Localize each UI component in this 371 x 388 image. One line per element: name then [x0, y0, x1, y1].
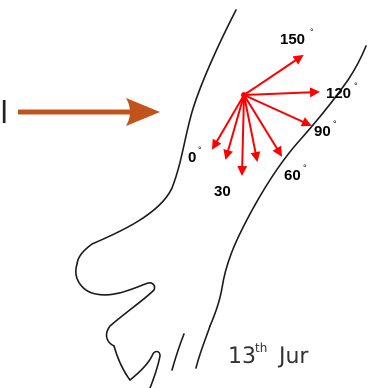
angle-label-120: 120 [326, 85, 351, 102]
date-month: Jur [277, 344, 309, 369]
degree-mark-0: ° [198, 145, 202, 155]
angle-label-60: 60 [284, 167, 301, 184]
angle-arrows [213, 56, 318, 174]
arrow-0 [213, 95, 244, 148]
pointer-arrow [18, 98, 160, 126]
angle-label-30: 30 [214, 183, 231, 200]
angle-label-150: 150 [280, 31, 305, 48]
degree-mark-60: ° [303, 163, 307, 173]
slide-left-text: l [0, 96, 8, 131]
degree-mark-90: ° [333, 119, 337, 129]
arrow-150 [244, 56, 302, 95]
angle-label-0: 0 [188, 149, 196, 166]
arrow-30 [242, 95, 244, 174]
pivot-point [241, 92, 247, 98]
arrow-aux-2 [226, 95, 244, 158]
degree-mark-150: ° [310, 27, 314, 37]
date-day: 13 [228, 344, 256, 369]
arrow-120 [244, 92, 318, 95]
date-suffix: th [255, 341, 267, 355]
angle-label-90: 90 [314, 123, 331, 140]
degree-mark-120: ° [354, 81, 358, 91]
slide-date: 13 th Jur [228, 341, 309, 369]
